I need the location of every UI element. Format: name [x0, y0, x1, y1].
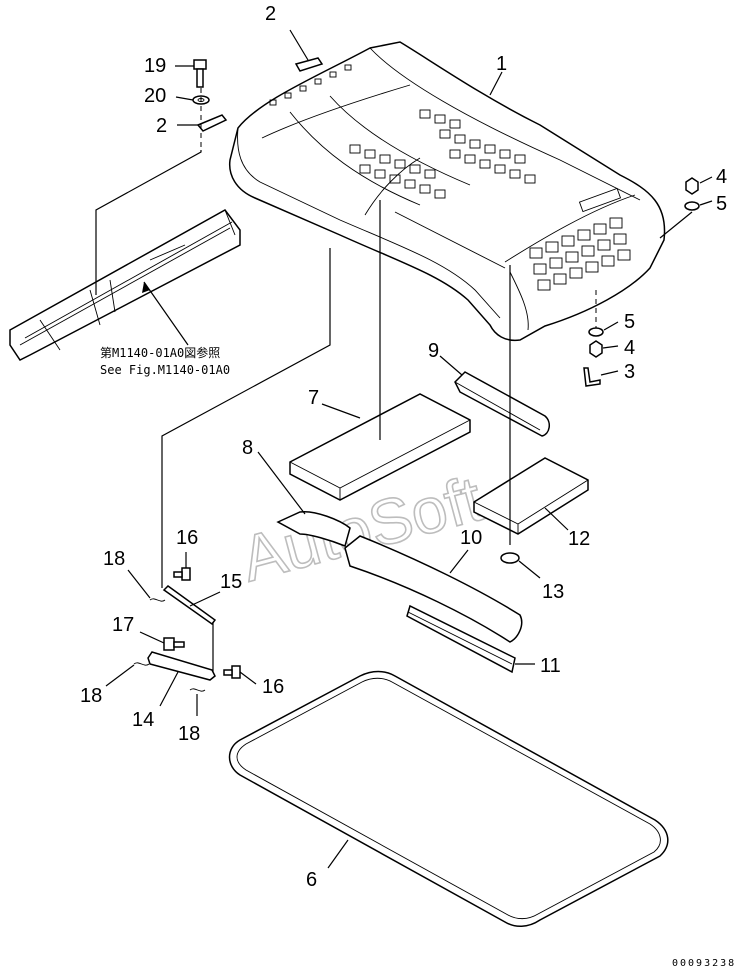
clip-part-18-lower — [189, 688, 206, 716]
washer-part-13 — [500, 552, 541, 579]
bolt-part-16-upper — [173, 552, 191, 581]
leader-rail — [95, 150, 202, 295]
stay-part-15 — [162, 585, 221, 672]
bolt-part-17 — [139, 631, 185, 651]
bracket-part-2-top — [289, 29, 324, 72]
leader-1 — [489, 71, 503, 96]
callout-7: 7 — [308, 387, 319, 409]
callout-5-lower: 5 — [624, 311, 635, 333]
callout-4-lower: 4 — [624, 337, 635, 359]
washer-part-5-upper — [684, 200, 713, 211]
callout-20: 20 — [144, 85, 166, 107]
callout-1: 1 — [496, 53, 507, 75]
callout-15: 15 — [220, 571, 242, 593]
pad-part-7 — [289, 393, 471, 501]
washer-part-5-lower — [588, 321, 619, 337]
trim-part-10 — [344, 535, 523, 643]
leader-15-to-cover — [161, 248, 331, 588]
roof-cover-part-1 — [228, 41, 666, 342]
callout-4-upper: 4 — [716, 166, 727, 188]
bracket-part-3 — [583, 367, 619, 387]
trim-part-9 — [439, 355, 550, 437]
callout-2-top: 2 — [265, 3, 276, 25]
callout-10: 10 — [460, 527, 482, 549]
callout-19: 19 — [144, 55, 166, 77]
callout-13: 13 — [542, 581, 564, 603]
callout-18-lower: 18 — [178, 723, 200, 745]
pad-part-12 — [473, 457, 589, 535]
callout-16-lower: 16 — [262, 676, 284, 698]
reference-arrow — [142, 281, 189, 346]
callout-3: 3 — [624, 361, 635, 383]
bolt-part-16-lower — [223, 665, 257, 685]
leader-5-upper — [659, 211, 693, 239]
callout-2-left: 2 — [156, 115, 167, 137]
callout-17: 17 — [112, 614, 134, 636]
washer-part-20 — [175, 95, 210, 105]
drawing-code: 00093238 — [672, 958, 736, 969]
nut-part-4-upper — [685, 176, 713, 195]
callout-5-upper: 5 — [716, 193, 727, 215]
callout-8: 8 — [242, 437, 253, 459]
callout-14: 14 — [132, 709, 154, 731]
trim-part-11 — [406, 604, 535, 674]
clip-part-18-left — [105, 662, 150, 687]
clip-part-18-upper — [127, 569, 166, 602]
callout-16-upper: 16 — [176, 527, 198, 549]
reference-jp: 第M1140-01A0図参照 — [100, 345, 220, 360]
callout-6: 6 — [306, 869, 317, 891]
trim-part-8 — [257, 451, 351, 548]
callout-18-upper: 18 — [103, 548, 125, 570]
callout-18-left: 18 — [80, 685, 102, 707]
callout-11: 11 — [540, 655, 561, 677]
callout-9: 9 — [428, 340, 439, 362]
reference-en: See Fig.M1140-01A0 — [100, 363, 230, 377]
bracket-part-14 — [147, 651, 216, 707]
callout-12: 12 — [568, 528, 590, 550]
side-rail-reference — [9, 209, 241, 361]
nut-part-4-lower — [589, 340, 619, 358]
weatherstrip-part-6 — [228, 670, 669, 927]
bolt-part-19 — [175, 59, 207, 88]
